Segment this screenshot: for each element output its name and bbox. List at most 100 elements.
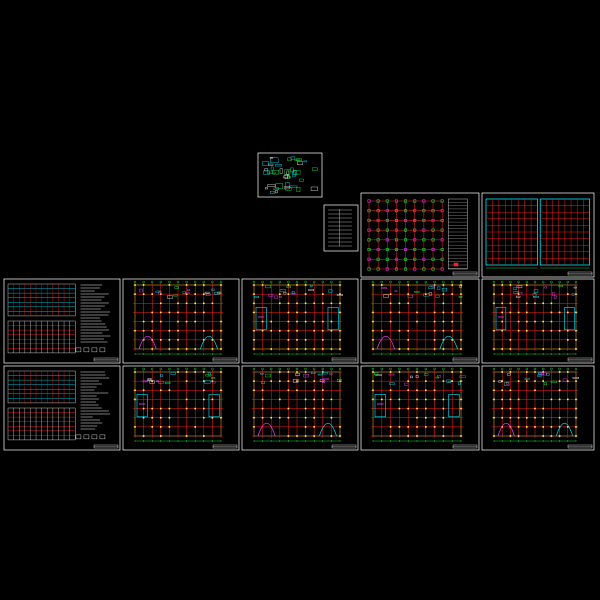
column-marker [567,380,569,382]
elevations-detail-sheet[interactable] [3,365,121,451]
axis-bubble [566,280,569,284]
column-footing [376,248,380,252]
column-marker [575,398,577,401]
axis-bubble [451,367,454,371]
detail-mark [149,380,155,384]
axis-bubble [433,280,436,284]
column-marker [451,311,453,314]
column-marker [261,284,264,286]
axis-bubble [338,367,342,371]
stair-core-left [255,307,267,331]
column-marker [460,302,462,305]
legend-sheet[interactable] [323,204,359,252]
thumbnail-detail [262,161,269,166]
detail-mark [458,284,462,288]
column-marker [151,426,153,428]
column-marker [134,426,136,428]
detail-mark [167,295,173,299]
sheet-border [241,278,359,364]
column-grid-plan[interactable] [360,192,480,278]
column-marker [416,320,418,323]
column-marker [460,371,462,373]
floor-plan-c[interactable] [360,278,480,364]
floor-plan-g[interactable] [360,365,480,451]
sheet-border [122,365,240,451]
column-marker [304,398,307,401]
floor-plan-b[interactable] [241,278,359,364]
axis-bubble [380,367,383,371]
column-marker [253,329,255,332]
column-footing [367,267,371,271]
column-marker [460,435,462,437]
floor-plan-d[interactable] [481,278,595,364]
column-marker [372,329,374,332]
column-marker [501,284,503,286]
column-marker [185,380,188,382]
elevations-notes-sheet[interactable] [3,278,121,364]
column-marker [501,389,503,392]
floor-plan-e[interactable] [122,365,240,451]
axis-bubble [517,280,520,284]
column-marker [493,380,495,382]
column-footing [404,248,408,252]
column-marker [134,398,136,401]
thumbnail-sheet[interactable] [257,152,323,198]
column-marker [253,293,255,295]
detail-mark [317,373,324,376]
column-marker [142,389,145,392]
column-marker [330,329,333,332]
column-marker [501,302,503,305]
column-marker [270,380,272,382]
detail-mark [160,374,163,377]
detail-mark [410,375,413,379]
column-marker [534,302,536,305]
column-marker [509,348,512,350]
column-marker [509,371,512,373]
detail-mark [562,378,568,382]
detail-mark [459,375,466,378]
column-footing [376,238,380,242]
column-marker [313,389,315,392]
column-marker [287,389,290,392]
axis-bubble [278,280,281,284]
column-marker [339,284,341,286]
column-marker [194,371,196,373]
column-marker [211,380,214,382]
column-marker [203,311,205,314]
detail-mark [437,286,441,290]
axis-bubble [287,367,290,371]
column-marker [381,398,383,401]
column-marker [501,320,503,323]
column-marker [177,302,179,305]
column-footing [431,248,435,252]
column-marker [425,407,427,410]
column-footing [413,267,417,271]
column-marker [203,389,205,392]
column-marker [304,348,307,350]
floor-plan-a[interactable] [122,278,240,364]
column-marker [534,320,536,323]
column-marker [416,371,418,373]
column-marker [203,371,205,373]
twin-frame-plan[interactable] [481,192,595,278]
column-marker [304,380,307,382]
column-marker [501,407,503,410]
column-marker [296,302,298,305]
column-marker [501,416,503,419]
floor-plan-h[interactable] [481,365,595,451]
detail-mark [435,376,439,379]
column-marker [270,320,272,323]
axis-bubble [533,367,537,371]
axis-bubble [509,367,512,371]
column-marker [389,371,392,373]
floor-plan-f[interactable] [241,365,359,451]
column-marker [203,380,205,382]
column-marker [433,389,436,392]
column-marker [398,371,401,373]
column-marker [526,320,528,323]
detail-mark [308,289,315,291]
axis-bubble [550,367,553,371]
column-footing [440,238,444,242]
column-marker [287,407,290,410]
section-detail [83,434,90,440]
